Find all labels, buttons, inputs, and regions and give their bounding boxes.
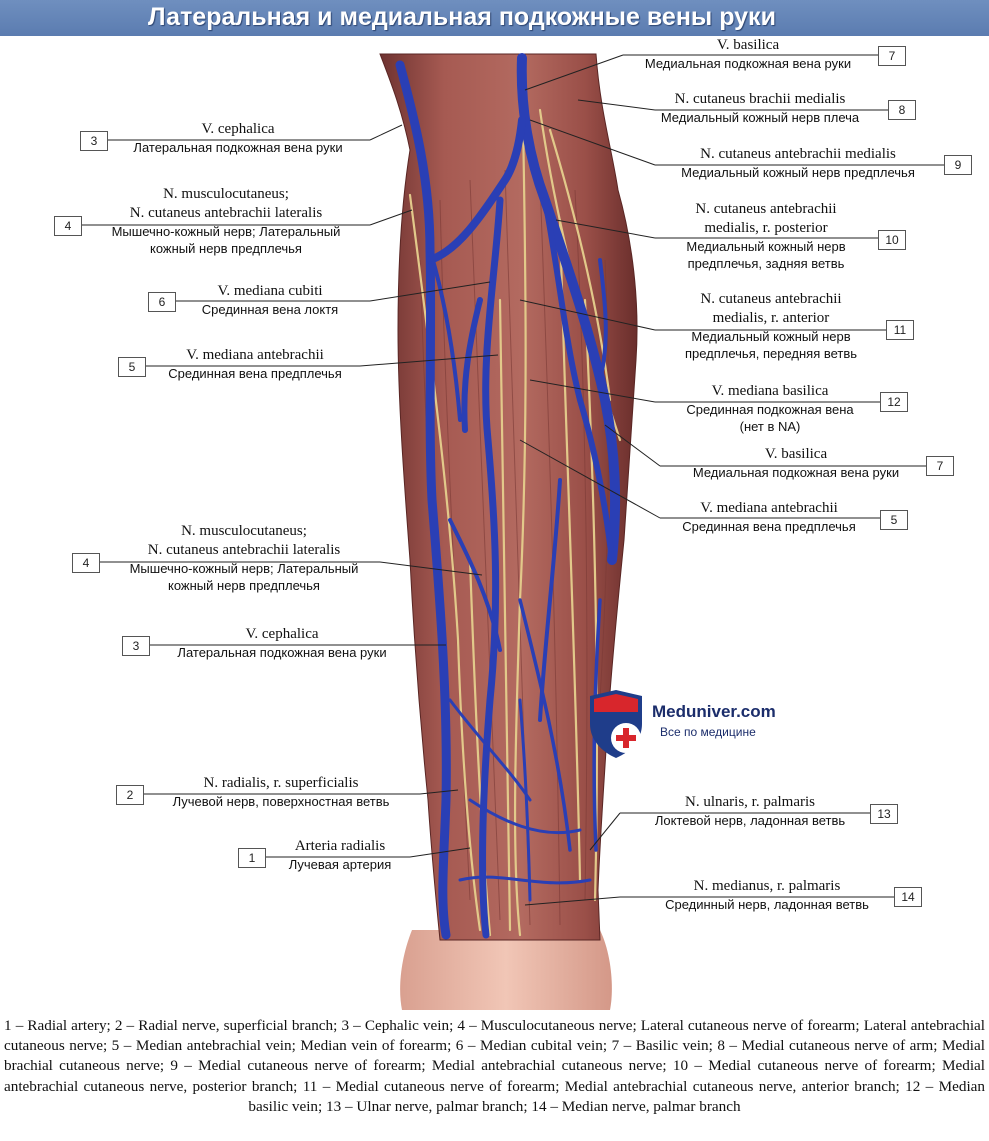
number-box: 3 xyxy=(122,636,150,656)
number-box: 14 xyxy=(894,887,922,907)
number-box: 8 xyxy=(888,100,916,120)
number-box: 4 xyxy=(72,553,100,573)
forearm-illustration xyxy=(82,53,946,1010)
number-box: 5 xyxy=(880,510,908,530)
number-box: 7 xyxy=(926,456,954,476)
number-box: 12 xyxy=(880,392,908,412)
label-musculocutaneus-bottom: N. musculocutaneus; N. cutaneus antebrac… xyxy=(129,523,359,593)
shield-cross-icon xyxy=(590,690,642,758)
number-box: 2 xyxy=(116,785,144,805)
wrist-skin xyxy=(400,930,612,1010)
number-box: 6 xyxy=(148,292,176,312)
number-box: 9 xyxy=(944,155,972,175)
number-box: 13 xyxy=(870,804,898,824)
figure-caption: 1 – Radial artery; 2 – Radial nerve, sup… xyxy=(4,1017,985,1115)
page-title: Латеральная и медиальная подкожные вены … xyxy=(148,3,776,31)
logo-tagline: Все по медицине xyxy=(660,725,756,739)
number-box: 10 xyxy=(878,230,906,250)
number-box: 3 xyxy=(80,131,108,151)
label-r-posterior: N. cutaneus antebrachii medialis, r. pos… xyxy=(686,201,846,271)
title-bar: Латеральная и медиальная подкожные вены … xyxy=(0,0,989,36)
logo-name: Meduniver.com xyxy=(652,702,776,721)
number-box: 11 xyxy=(886,320,914,340)
label-r-anterior: N. cutaneus antebrachii medialis, r. ant… xyxy=(684,291,858,361)
leader-lines xyxy=(82,54,946,906)
veins xyxy=(395,53,621,940)
label-musculocutaneus-top: N. musculocutaneus; N. cutaneus antebrac… xyxy=(111,186,341,256)
number-box: 1 xyxy=(238,848,266,868)
meduniver-logo: Meduniver.com Все по медицине xyxy=(582,690,802,760)
number-box: 5 xyxy=(118,357,146,377)
number-box: 7 xyxy=(878,46,906,66)
number-box: 4 xyxy=(54,216,82,236)
